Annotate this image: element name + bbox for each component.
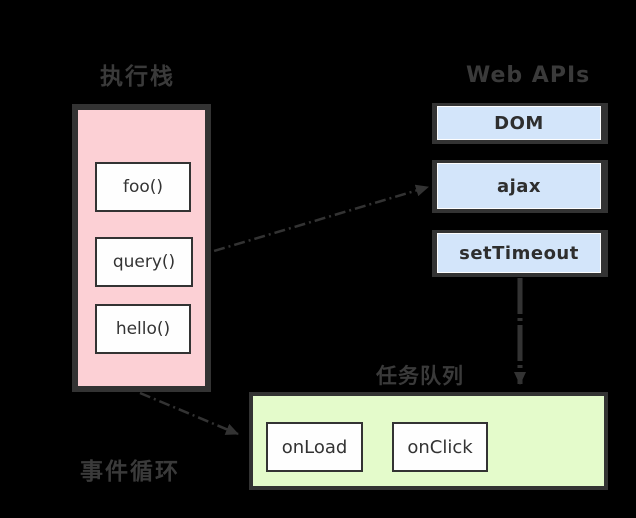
label-event-loop: 事件循环 <box>80 459 180 485</box>
label-web-apis: Web APIs <box>466 63 591 88</box>
stack-frame-hello: hello() <box>95 304 191 354</box>
web-api-box-settimeout: setTimeout <box>432 230 608 277</box>
label-task-queue: 任务队列 <box>376 364 464 388</box>
stack-frame-query: query() <box>95 237 193 287</box>
stack-frame-foo: foo() <box>95 162 191 212</box>
task-queue-box: onLoad onClick <box>249 392 608 490</box>
queue-task-onclick: onClick <box>392 422 488 472</box>
execution-stack-box: foo() query() hello() <box>72 104 211 392</box>
queue-task-onload: onLoad <box>266 422 363 472</box>
web-api-label-dom: DOM <box>437 106 601 140</box>
web-api-label-settimeout: setTimeout <box>437 233 601 273</box>
arrow-query-to-ajax <box>193 184 429 259</box>
arrow-stack-to-taskqueue <box>139 391 239 436</box>
web-api-box-dom: DOM <box>432 103 608 144</box>
label-execution-stack: 执行栈 <box>100 64 175 90</box>
web-api-label-ajax: ajax <box>437 163 601 209</box>
web-api-box-ajax: ajax <box>432 160 608 213</box>
